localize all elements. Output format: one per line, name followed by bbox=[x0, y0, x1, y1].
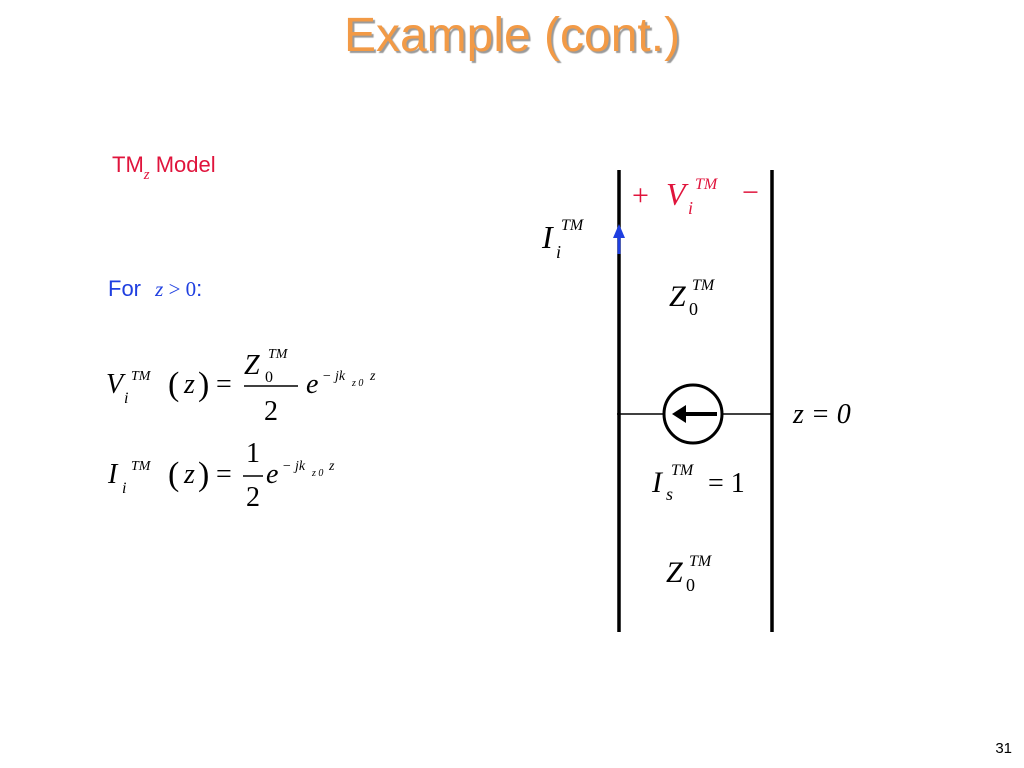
voltage-minus: − bbox=[742, 176, 759, 209]
bottom-impedance-sup: TM bbox=[689, 553, 713, 570]
position-label: z = 0 bbox=[792, 399, 851, 430]
bottom-impedance-var: Z bbox=[666, 556, 683, 589]
voltage-eq-lhs-sub: i bbox=[124, 390, 128, 407]
current-source-arrow-head bbox=[672, 405, 686, 423]
current-eq-lhs-sub: i bbox=[122, 480, 126, 497]
top-impedance-var: Z bbox=[669, 280, 686, 313]
voltage-eq-den: 2 bbox=[264, 396, 278, 427]
bottom-impedance-sub: 0 bbox=[686, 575, 695, 595]
voltage-eq-num-sub: 0 bbox=[265, 369, 273, 386]
current-arrow-icon bbox=[613, 224, 625, 238]
voltage-eq-exp-power-sub: z 0 bbox=[351, 378, 363, 389]
page-number: 31 bbox=[995, 740, 1012, 757]
transmission-line-circuit bbox=[613, 170, 774, 632]
condition-colon: : bbox=[196, 276, 203, 301]
voltage-eq-num-var: Z bbox=[244, 350, 260, 381]
voltage-eq-num-sup: TM bbox=[268, 347, 289, 362]
current-eq-rparen: ) bbox=[198, 456, 209, 493]
current-equation: I TM i ( z ) = 1 2 e − jk z 0 z bbox=[107, 438, 335, 513]
current-eq-lhs-sup: TM bbox=[131, 459, 152, 474]
condition-op: > 0 bbox=[163, 277, 197, 301]
source-sub: s bbox=[666, 484, 673, 504]
voltage-eq-lhs-sup: TM bbox=[131, 369, 152, 384]
condition-var: z bbox=[155, 277, 164, 301]
slide-title: Example (cont.) bbox=[343, 9, 681, 62]
circuit-labels: + V TM i − I TM i Z TM 0 z = 0 I TM s = … bbox=[541, 176, 851, 595]
voltage-eq-rparen: ) bbox=[198, 366, 209, 403]
voltage-eq-lparen: ( bbox=[168, 366, 179, 403]
voltage-sub: i bbox=[688, 198, 693, 218]
current-eq-exp-base: e bbox=[266, 459, 278, 490]
condition-expression: z > 0 bbox=[155, 277, 196, 301]
top-impedance-sup: TM bbox=[692, 277, 716, 294]
current-eq-exp-power: − jk bbox=[282, 459, 306, 474]
voltage-eq-exp-base: e bbox=[306, 369, 318, 400]
model-label: TMz Model bbox=[112, 152, 216, 183]
voltage-sup: TM bbox=[695, 176, 719, 193]
current-eq-num: 1 bbox=[246, 438, 260, 469]
model-label-subscript: z bbox=[143, 167, 150, 183]
voltage-equation: V TM i ( z ) = Z TM 0 2 e − jk z 0 z bbox=[106, 347, 376, 427]
current-eq-equals: = bbox=[216, 459, 232, 490]
current-eq-lhs-var: I bbox=[107, 459, 119, 490]
condition-label: For z > 0: bbox=[108, 276, 202, 302]
voltage-var: V bbox=[666, 176, 689, 212]
voltage-eq-exp-power: − jk bbox=[322, 369, 346, 384]
source-value: = 1 bbox=[708, 468, 745, 499]
voltage-eq-arg: z bbox=[183, 369, 195, 400]
current-var: I bbox=[541, 219, 554, 255]
source-var: I bbox=[651, 466, 664, 499]
current-sup: TM bbox=[561, 217, 585, 234]
current-eq-lparen: ( bbox=[168, 456, 179, 493]
voltage-eq-exp-power-tail: z bbox=[369, 369, 376, 384]
voltage-plus: + bbox=[632, 179, 649, 212]
model-label-main: TM bbox=[112, 152, 144, 177]
voltage-eq-equals: = bbox=[216, 369, 232, 400]
top-impedance-sub: 0 bbox=[689, 299, 698, 319]
current-eq-arg: z bbox=[183, 459, 195, 490]
condition-for: For bbox=[108, 276, 141, 301]
current-eq-exp-power-tail: z bbox=[328, 459, 335, 474]
source-sup: TM bbox=[671, 462, 695, 479]
model-label-suffix: Model bbox=[149, 152, 216, 177]
voltage-eq-lhs-var: V bbox=[106, 369, 126, 400]
current-eq-den: 2 bbox=[246, 482, 260, 513]
current-eq-exp-power-sub: z 0 bbox=[311, 468, 323, 479]
current-sub: i bbox=[556, 242, 561, 262]
